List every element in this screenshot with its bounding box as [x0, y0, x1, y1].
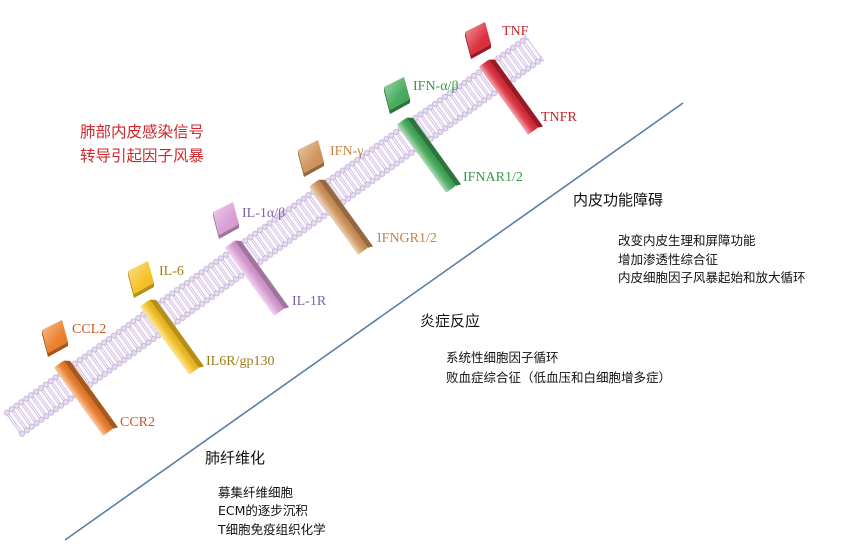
- outcome-heading-endothelial: 内皮功能障碍: [573, 191, 663, 209]
- ligand-edge-shade: [298, 150, 324, 177]
- ligand-ifn-alpha-beta: [384, 77, 410, 114]
- ligand-highlight: [384, 77, 410, 110]
- outcome-item: 募集纤维细胞: [218, 485, 294, 500]
- ligand-edge-shade: [128, 271, 154, 298]
- ligand-edge-shade: [42, 330, 68, 357]
- receptor-label-ccr2: CCR2: [120, 415, 155, 430]
- outcome-item: 内皮细胞因子风暴起始和放大循环: [618, 270, 806, 285]
- receptor-side-face: [318, 179, 374, 248]
- outcome-item: 败血症综合征（低血压和白细胞增多症）: [446, 370, 671, 385]
- outcome-item: 改变内皮生理和屏障功能: [618, 233, 756, 248]
- receptor-tnfr: [479, 59, 544, 135]
- ligand-highlight: [213, 202, 239, 235]
- ligand-label-tnf: TNF: [502, 24, 529, 39]
- outcome-item: 增加渗透性综合征: [618, 252, 719, 267]
- ligand-ccl2: [42, 320, 68, 357]
- receptor-side-face: [149, 299, 205, 368]
- diagram-title-line-2: 转导引起因子风暴: [80, 147, 204, 165]
- outcome-item: T细胞免疫组织化学: [217, 522, 326, 537]
- ligand-highlight: [465, 22, 491, 55]
- outcome-item: ECM的逐步沉积: [218, 503, 308, 518]
- ligand-edge: [213, 212, 239, 239]
- receptor-ifnar: [397, 117, 462, 193]
- ligand-edge: [298, 150, 324, 177]
- outcome-item: 系统性细胞因子循环: [446, 350, 559, 365]
- receptor-side-face: [406, 117, 462, 186]
- receptor-highlight: [309, 180, 368, 255]
- ligand-edge: [465, 32, 491, 59]
- receptor-side-shade: [318, 179, 374, 248]
- receptor-side-shade: [488, 59, 544, 128]
- ligand-edge-shade: [384, 87, 410, 114]
- receptor-ifngr: [309, 179, 374, 255]
- receptor-highlight: [140, 300, 199, 375]
- receptor-side-face: [63, 360, 119, 429]
- ligand-edge: [384, 87, 410, 114]
- ligand-label-ccl2: CCL2: [72, 322, 106, 337]
- ligand-edge: [42, 330, 68, 357]
- ligand-il-6: [128, 261, 154, 298]
- divider-line: [64, 102, 684, 541]
- ligand-ifn-gamma: [298, 140, 324, 177]
- receptor-il-1r: [225, 240, 290, 316]
- receptor-label-ifnar: IFNAR1/2: [463, 170, 523, 185]
- receptor-ccr2: [54, 360, 119, 436]
- ligand-edge: [128, 271, 154, 298]
- ligand-label-ifn-alpha-beta: IFN-α/β: [413, 79, 459, 94]
- outcome-heading-fibrosis: 肺纤维化: [205, 449, 265, 467]
- receptor-label-il6r-gp130: IL6R/gp130: [206, 354, 274, 369]
- receptor-side-face: [234, 240, 290, 309]
- receptor-side-face: [488, 59, 544, 128]
- receptor-label-il-1r: IL-1R: [292, 294, 327, 309]
- ligand-highlight: [298, 140, 324, 173]
- diagram-title-line-1: 肺部内皮感染信号: [80, 123, 204, 141]
- receptor-label-tnfr: TNFR: [541, 110, 577, 125]
- receptor-side-shade: [63, 360, 119, 429]
- ligand-tnf: [465, 22, 491, 59]
- ligand-il-1: [213, 202, 239, 239]
- ligand-edge-shade: [213, 212, 239, 239]
- receptor-label-ifngr: IFNGR1/2: [377, 231, 437, 246]
- receptor-highlight: [54, 361, 113, 436]
- receptor-side-shade: [149, 299, 205, 368]
- ligand-edge-shade: [465, 32, 491, 59]
- receptor-side-shade: [234, 240, 290, 309]
- receptor-side-shade: [406, 117, 462, 186]
- ligand-label-il-1: IL-1α/β: [242, 206, 285, 221]
- receptor-highlight: [225, 241, 284, 316]
- receptor-highlight: [479, 60, 538, 135]
- ligand-highlight: [42, 320, 68, 353]
- receptor-il6r-gp130: [140, 299, 205, 375]
- ligand-highlight: [128, 261, 154, 294]
- outcome-heading-inflammation: 炎症反应: [420, 312, 480, 330]
- ligand-label-ifn-gamma: IFN-γ: [330, 144, 363, 159]
- ligand-label-il-6: IL-6: [159, 264, 184, 279]
- receptor-highlight: [397, 118, 456, 193]
